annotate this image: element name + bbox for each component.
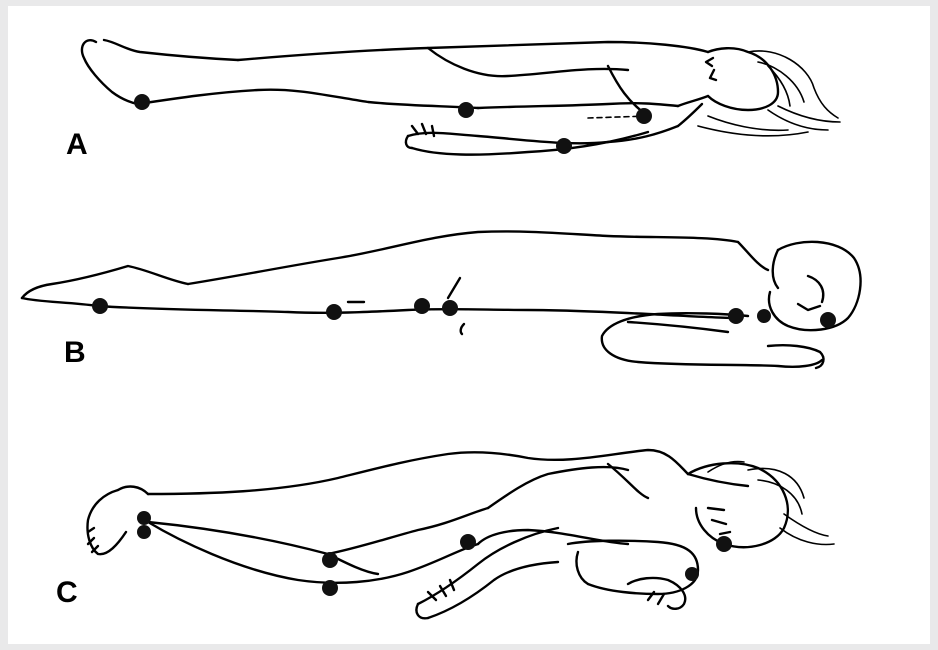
pressure-point-ankle-lower: [137, 525, 151, 539]
side-lying-pressure-points: [8, 424, 930, 644]
pressure-point-sacrum: [458, 102, 474, 118]
pressure-point-heel: [134, 94, 150, 110]
pressure-point-knee-lower: [322, 580, 338, 596]
pressure-point-knee: [326, 304, 342, 320]
pressure-point-ear: [716, 536, 732, 552]
panel-b: B: [8, 206, 930, 386]
panel-label-b: B: [64, 336, 86, 370]
pressure-point-chest: [728, 308, 744, 324]
pressure-point-pelvis: [414, 298, 430, 314]
pressure-point-hip: [460, 534, 476, 550]
pressure-point-cheek: [820, 312, 836, 328]
panel-label-a: A: [66, 128, 88, 162]
supine-pressure-points: [8, 6, 930, 176]
pressure-point-elbow: [556, 138, 572, 154]
pressure-point-toes: [92, 298, 108, 314]
illustration-frame: A: [8, 6, 930, 644]
prone-pressure-points: [8, 206, 930, 386]
pressure-point-ankle-upper: [137, 511, 151, 525]
pressure-point-pelvis-2: [442, 300, 458, 316]
panel-label-c: C: [56, 576, 78, 610]
pressure-point-scapula: [636, 108, 652, 124]
panel-c: C: [8, 424, 930, 644]
pressure-point-knee-upper: [322, 552, 338, 568]
pressure-point-shoulder: [757, 309, 771, 323]
panel-a: A: [8, 6, 930, 176]
pressure-point-shoulder: [685, 567, 699, 581]
